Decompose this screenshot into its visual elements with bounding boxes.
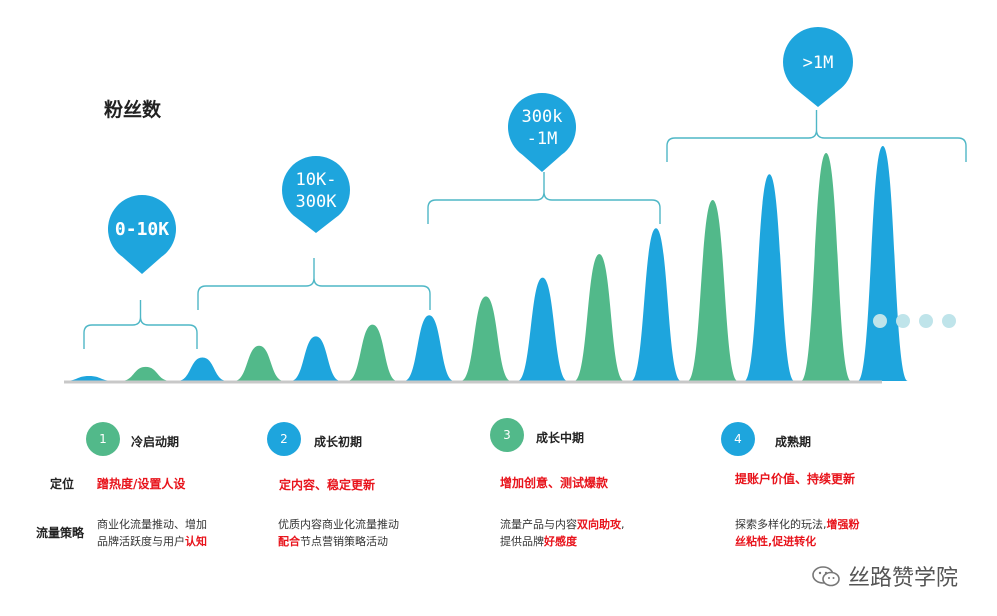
continuation-dot-2 [896, 314, 910, 328]
map-pin-icon [508, 93, 577, 172]
range-bracket-4 [666, 110, 967, 162]
range-pin-4: >1M [783, 27, 853, 107]
watermark-text: 丝路赞学院 [848, 566, 959, 591]
peak-5 [290, 336, 341, 381]
peak-2 [120, 366, 171, 381]
range-pin-label: -1M [527, 129, 558, 149]
peak-9 [517, 277, 568, 381]
range-pin-label: 300k [522, 107, 563, 127]
peak-3 [177, 357, 228, 381]
peak-15 [857, 146, 908, 381]
strategy-1: 商业化流量推动、增加 品牌活跃度与用户认知 [97, 518, 207, 548]
peak-10 [574, 254, 625, 381]
peak-7 [404, 315, 455, 381]
wechat-icon [812, 566, 840, 587]
peak-11 [631, 228, 681, 381]
row-label-position: 定位 [50, 477, 75, 491]
range-pin-2: 10K-300K [281, 155, 350, 233]
range-pin-3: 300k-1M [508, 93, 577, 172]
map-pin-icon [108, 195, 176, 274]
continuation-dot-3 [919, 314, 933, 328]
peak-4 [234, 345, 285, 381]
strategy-4: 探索多样化的玩法,增强粉 丝粘性,促进转化 [735, 518, 860, 548]
continuation-dot-4 [942, 314, 956, 328]
fans-heading: 粉丝数 [104, 99, 162, 121]
stage-name-3: 成长中期 [536, 431, 585, 445]
position-2: 定内容、稳定更新 [279, 478, 376, 492]
peak-12 [687, 200, 738, 381]
position-1: 蹭热度/设置人设 [97, 477, 186, 491]
range-pin-label: 300K [296, 192, 338, 212]
stage-number-2: 2 [267, 422, 301, 456]
peak-1 [64, 376, 114, 381]
stage-number-3: 3 [490, 418, 524, 452]
position-4: 提账户价值、持续更新 [735, 472, 856, 486]
stage-name-1: 冷启动期 [131, 435, 180, 449]
stage-name-4: 成熟期 [775, 435, 812, 449]
continuation-dot-1 [873, 314, 887, 328]
stage-number-4: 4 [721, 422, 755, 456]
peak-13 [744, 174, 795, 381]
range-pin-label: >1M [803, 53, 834, 73]
row-label-strategy: 流量策略 [36, 526, 85, 540]
range-bracket-3 [427, 172, 661, 224]
position-3: 增加创意、测试爆款 [500, 476, 609, 490]
peak-8 [460, 296, 511, 381]
range-pin-label: 0-10K [115, 219, 169, 240]
stage-number-1: 1 [86, 422, 120, 456]
map-pin-icon [783, 27, 853, 107]
range-bracket-1 [83, 300, 198, 349]
peak-14 [801, 153, 852, 381]
range-bracket-2 [197, 258, 431, 310]
range-pin-label: 10K- [296, 170, 337, 190]
stage-name-2: 成长初期 [314, 435, 363, 449]
strategy-2: 优质内容商业化流量推动 配合节点营销策略活动 [278, 518, 399, 548]
map-pin-icon [281, 155, 350, 233]
range-pin-1: 0-10K [108, 195, 176, 274]
strategy-3: 流量产品与内容双向助攻, 提供品牌好感度 [500, 518, 625, 548]
peak-6 [347, 324, 398, 381]
